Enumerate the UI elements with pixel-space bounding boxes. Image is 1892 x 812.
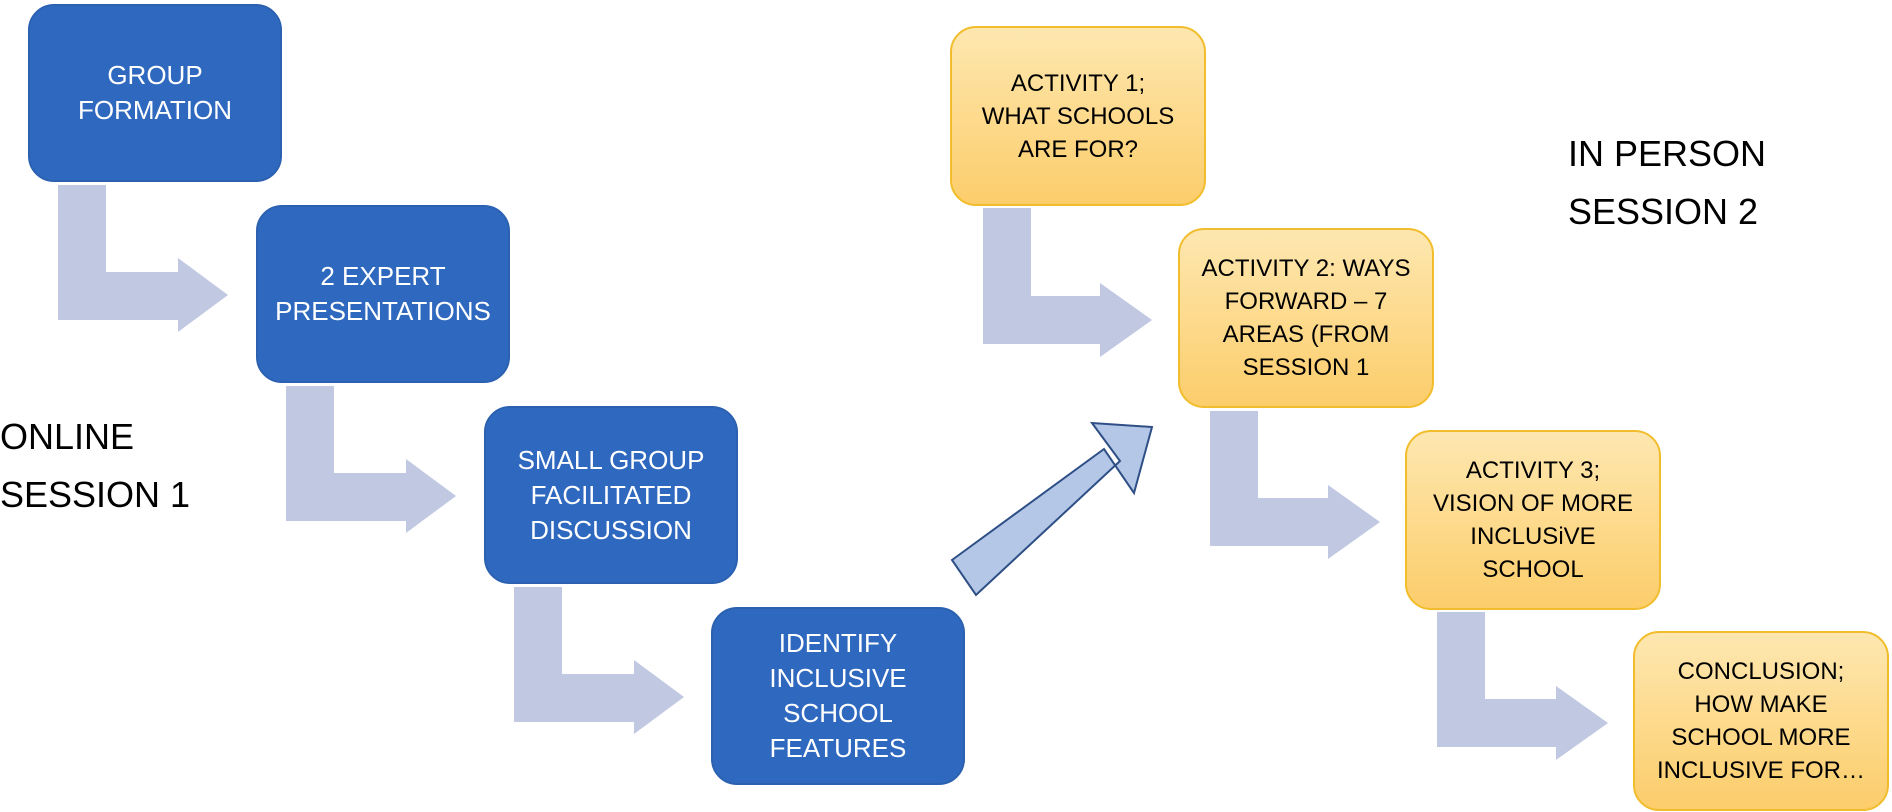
- bent-arrow-icon: [58, 185, 228, 332]
- step-identify-features: IDENTIFY INCLUSIVE SCHOOL FEATURES: [711, 607, 965, 785]
- in-person-session-label: IN PERSON SESSION 2: [1568, 133, 1767, 232]
- step-group-formation: GROUP FORMATION: [28, 4, 282, 182]
- step-activity-1: ACTIVITY 1; WHAT SCHOOLS ARE FOR?: [950, 26, 1206, 206]
- online-session-label: ONLINE SESSION 1: [0, 416, 191, 515]
- step-conclusion: CONCLUSION; HOW MAKE SCHOOL MORE INCLUSI…: [1633, 631, 1889, 811]
- bent-arrow-icon: [1437, 612, 1608, 760]
- bent-arrow-icon: [983, 208, 1152, 357]
- bent-arrow-icon: [1210, 411, 1380, 559]
- step-activity-3: ACTIVITY 3; VISION OF MORE INCLUSiVE SCH…: [1405, 430, 1661, 610]
- step-small-group-discussion: SMALL GROUP FACILITATED DISCUSSION: [484, 406, 738, 584]
- step-expert-presentations: 2 EXPERT PRESENTATIONS: [256, 205, 510, 383]
- transition-arrow-icon: [950, 421, 1154, 597]
- step-activity-2: ACTIVITY 2: WAYS FORWARD – 7 AREAS (FROM…: [1178, 228, 1434, 408]
- bent-arrow-icon: [514, 587, 684, 734]
- bent-arrow-icon: [286, 386, 456, 533]
